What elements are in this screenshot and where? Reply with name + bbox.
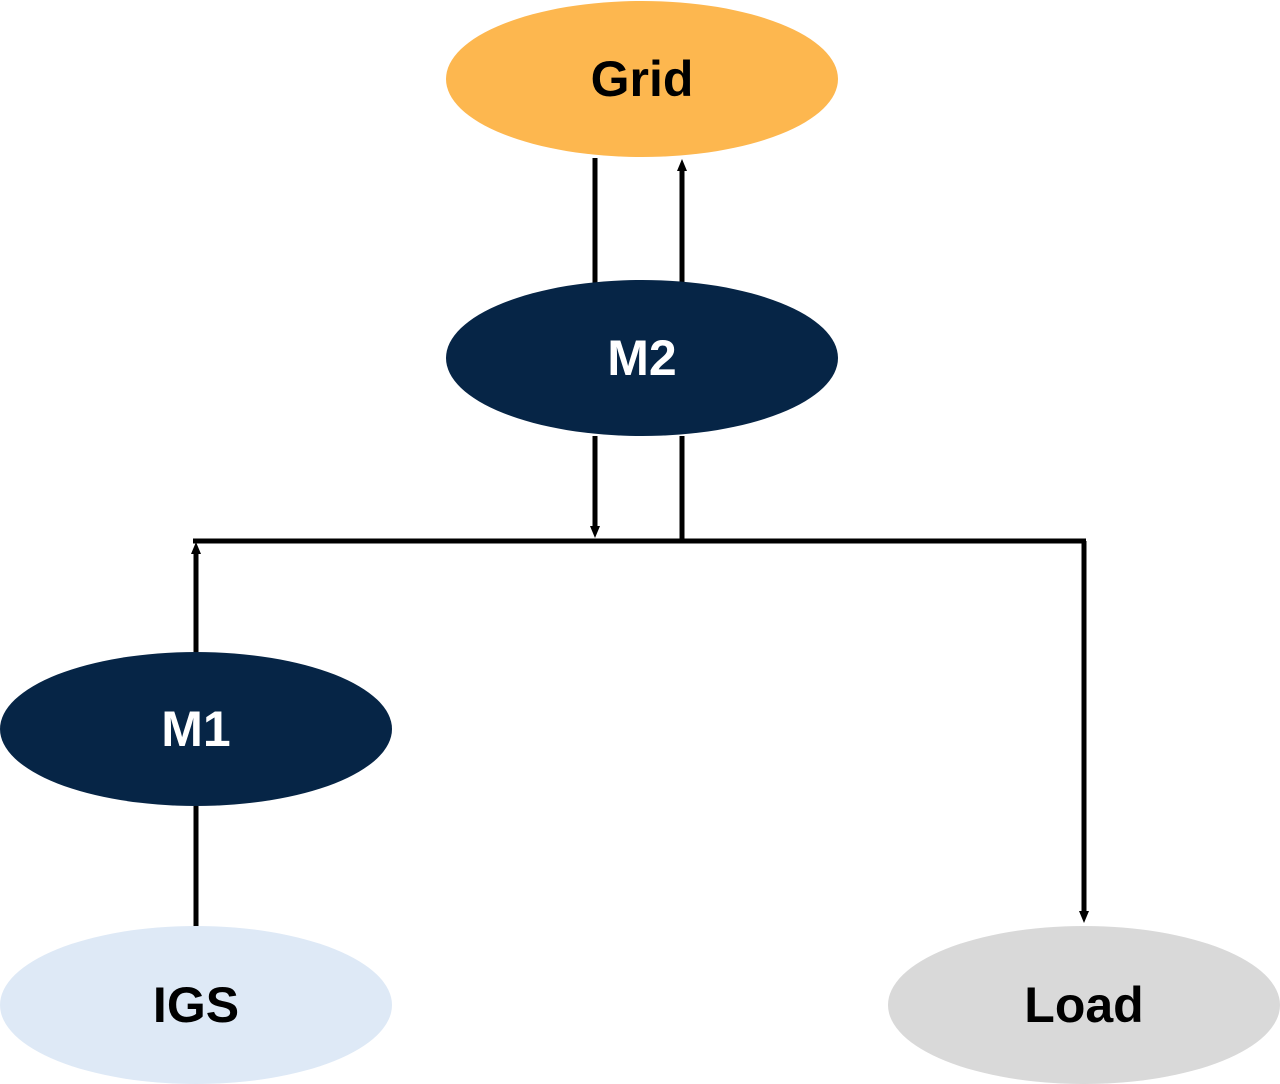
node-m2-label: M2 xyxy=(607,330,676,386)
node-m1: M1 xyxy=(0,652,392,806)
node-igs-label: IGS xyxy=(153,977,239,1033)
node-m2: M2 xyxy=(446,280,838,436)
node-m1-label: M1 xyxy=(161,701,230,757)
node-grid: Grid xyxy=(446,1,838,157)
node-grid-shape xyxy=(446,1,838,157)
node-load-shape xyxy=(888,926,1280,1084)
node-grid-label: Grid xyxy=(591,51,694,107)
node-m1-shape xyxy=(0,652,392,806)
node-load: Load xyxy=(888,926,1280,1084)
node-load-label: Load xyxy=(1024,977,1143,1033)
node-igs: IGS xyxy=(0,926,392,1084)
edges xyxy=(191,158,1089,927)
node-igs-shape xyxy=(0,926,392,1084)
node-m2-shape xyxy=(446,280,838,436)
